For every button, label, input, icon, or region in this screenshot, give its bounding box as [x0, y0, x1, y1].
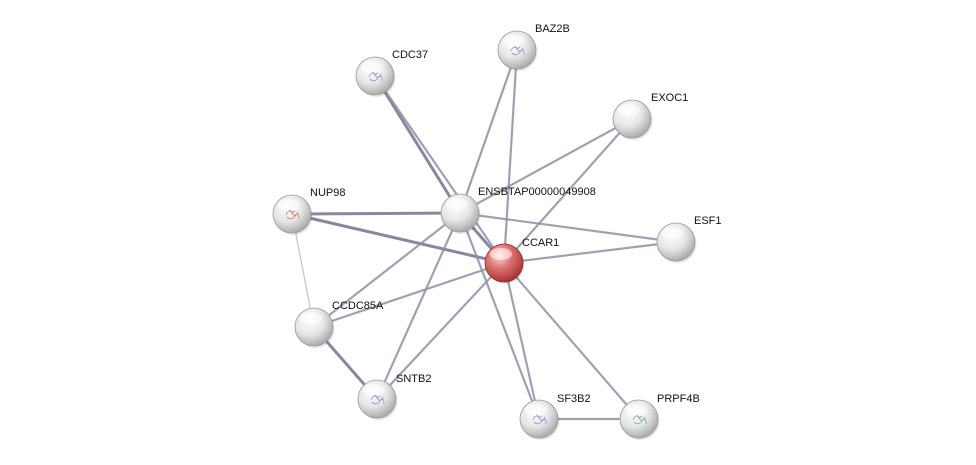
- protein-structure-icon: [510, 45, 525, 56]
- node-highlight: [278, 199, 300, 211]
- node-highlight: [525, 404, 547, 416]
- edge-nup98-ccar1[interactable]: [290, 212, 506, 265]
- protein-structure-icon: [368, 71, 383, 82]
- node-label-exoc1: EXOC1: [651, 92, 688, 104]
- node-highlight: [361, 61, 383, 73]
- node-sf3b2[interactable]: SF3B2: [519, 393, 591, 440]
- node-cdc37[interactable]: CDC37: [355, 49, 428, 97]
- node-baz2b[interactable]: BAZ2B: [497, 23, 570, 71]
- edge-ccar1-ccdc85a[interactable]: [312, 261, 506, 329]
- node-highlight: [490, 248, 512, 260]
- node-label-sf3b2: SF3B2: [557, 393, 591, 405]
- node-label-nup98: NUP98: [310, 187, 345, 199]
- node-esf1[interactable]: ESF1: [656, 215, 722, 263]
- node-nup98[interactable]: NUP98: [272, 187, 345, 235]
- edge-baz2b-ccar1[interactable]: [502, 48, 519, 265]
- node-label-ccdc85a: CCDC85A: [332, 300, 384, 312]
- edge-ccar1-prpf4b[interactable]: [502, 261, 641, 421]
- edge-ensbtap00000049908-sf3b2[interactable]: [458, 211, 541, 421]
- edge-cdc37-ccar1[interactable]: [373, 74, 506, 265]
- edge-ccar1-esf1[interactable]: [502, 240, 678, 265]
- node-label-prpf4b: PRPF4B: [657, 393, 700, 405]
- protein-structure-icon: [285, 209, 300, 220]
- node-highlight: [363, 384, 385, 396]
- node-ccar1[interactable]: CCAR1: [484, 237, 559, 284]
- node-ccdc85a[interactable]: CCDC85A: [294, 300, 384, 348]
- node-label-esf1: ESF1: [694, 215, 722, 227]
- node-highlight: [446, 198, 468, 210]
- edge-exoc1-ensbtap00000049908[interactable]: [458, 117, 634, 215]
- edge-ensbtap00000049908-esf1[interactable]: [458, 211, 678, 244]
- protein-structure-icon: [370, 394, 385, 405]
- edge-ccar1-sf3b2[interactable]: [502, 261, 541, 421]
- node-label-cdc37: CDC37: [392, 49, 428, 61]
- edge-cdc37-ensbtap00000049908[interactable]: [373, 74, 462, 215]
- edge-ensbtap00000049908-sntb2[interactable]: [375, 211, 462, 401]
- edge-ensbtap00000049908-ccdc85a[interactable]: [312, 211, 462, 329]
- node-highlight: [300, 312, 322, 324]
- node-label-sntb2: SNTB2: [396, 373, 431, 385]
- node-sntb2[interactable]: SNTB2: [357, 373, 431, 420]
- edge-exoc1-ccar1[interactable]: [502, 117, 634, 265]
- node-exoc1[interactable]: EXOC1: [612, 92, 688, 140]
- node-ensbtap00000049908[interactable]: ENSBTAP00000049908: [440, 186, 596, 234]
- protein-structure-icon: [532, 414, 547, 425]
- node-highlight: [662, 227, 684, 239]
- protein-structure-icon: [632, 414, 647, 425]
- node-label-ensbtap00000049908: ENSBTAP00000049908: [478, 186, 596, 198]
- edge-baz2b-ensbtap00000049908[interactable]: [458, 48, 519, 215]
- node-highlight: [618, 104, 640, 116]
- node-highlight: [503, 35, 525, 47]
- edge-layer: [290, 48, 678, 421]
- node-highlight: [625, 404, 647, 416]
- edge-nup98-ensbtap00000049908[interactable]: [290, 211, 462, 216]
- edge-ccar1-sntb2[interactable]: [375, 261, 506, 401]
- node-label-baz2b: BAZ2B: [535, 23, 570, 35]
- node-layer: CCAR1 ENSBTAP00000049908 BAZ2B CDC37EXOC1NU…: [272, 23, 722, 440]
- node-label-ccar1: CCAR1: [522, 237, 559, 249]
- node-prpf4b[interactable]: PRPF4B: [619, 393, 700, 440]
